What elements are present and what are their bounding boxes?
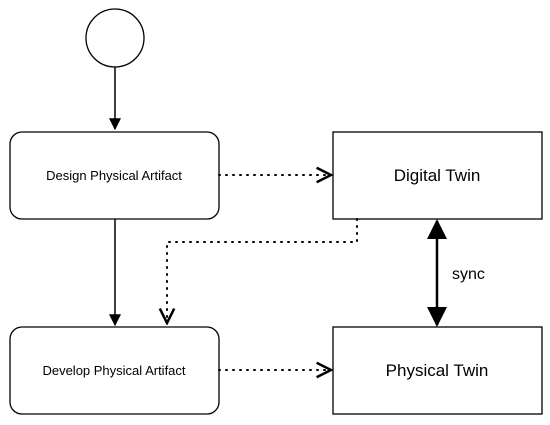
digital-twin-node [332, 131, 543, 220]
digital-twin-to-develop-dotted-arrow [167, 218, 358, 323]
design-artifact-label: Design Physical Artifact [46, 168, 182, 183]
digital-twin-label: Digital Twin [394, 166, 481, 185]
sync-label: sync [452, 266, 485, 283]
physical-twin-label: Physical Twin [386, 361, 489, 380]
physical-twin-node [332, 326, 543, 415]
start-node [85, 8, 145, 68]
develop-artifact-label: Develop Physical Artifact [42, 363, 185, 378]
